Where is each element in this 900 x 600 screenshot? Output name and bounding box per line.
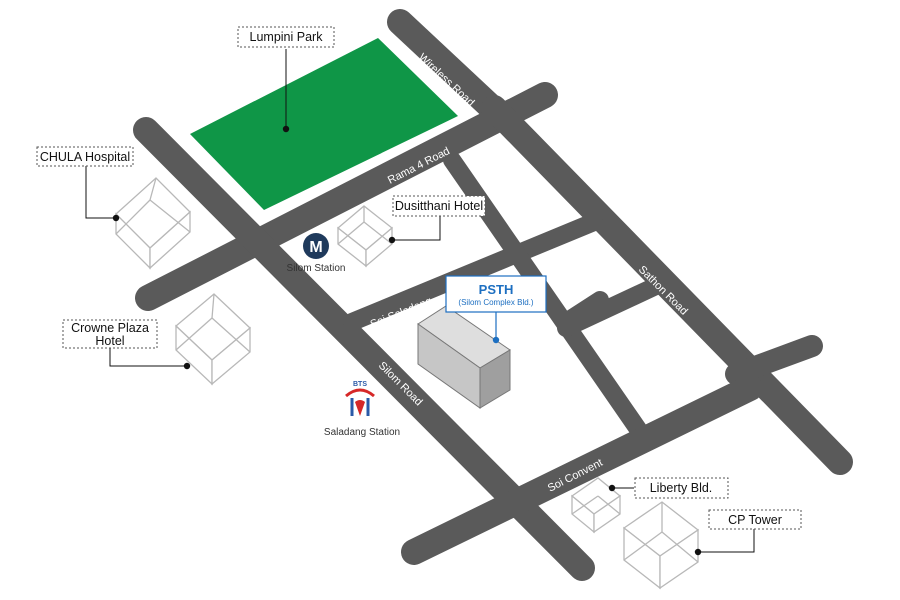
- road-right-connector: [557, 291, 609, 331]
- callout-chula: CHULA Hospital: [36, 146, 134, 222]
- road-rama4: [135, 82, 558, 311]
- building-chula: [115, 177, 191, 270]
- building-psth: [417, 305, 511, 409]
- mrt-logo-letter: M: [309, 239, 322, 256]
- label-crowne-line1: Crowne Plaza: [71, 321, 149, 335]
- building-dusitthani: [336, 205, 394, 268]
- road-right-lower: [725, 335, 823, 385]
- label-lumpini: Lumpini Park: [250, 30, 324, 44]
- label-psth-subtitle: (Silom Complex Bld.): [458, 298, 533, 307]
- building-crowne-plaza: [175, 293, 251, 386]
- road-soi-convent: [401, 375, 763, 565]
- callout-crowne-plaza: Crowne Plaza Hotel: [62, 319, 191, 370]
- callout-dusitthani: Dusitthani Hotel: [388, 195, 486, 244]
- callout-liberty: Liberty Bld.: [608, 477, 729, 499]
- label-chula: CHULA Hospital: [40, 150, 130, 164]
- callout-lumpini: Lumpini Park: [237, 26, 335, 133]
- label-saladang-station: Saladang Station: [324, 427, 400, 438]
- callout-cp-tower: CP Tower: [694, 509, 802, 556]
- road-soi-saladang: [343, 213, 603, 331]
- label-silom-station: Silom Station: [287, 263, 346, 274]
- road-wireless: [387, 9, 505, 121]
- label-crowne-line2: Hotel: [95, 334, 124, 348]
- road-sathon: [481, 95, 853, 475]
- label-dusitthani: Dusitthani Hotel: [395, 199, 483, 213]
- bts-logo-text: BTS: [353, 381, 367, 388]
- building-liberty: [570, 477, 622, 534]
- lumpini-park: [190, 38, 458, 210]
- mrt-icon: M: [303, 233, 329, 259]
- callout-psth[interactable]: PSTH (Silom Complex Bld.): [445, 275, 547, 344]
- building-cp-tower: [622, 501, 700, 590]
- label-liberty: Liberty Bld.: [650, 481, 713, 495]
- bts-icon: BTS: [345, 381, 375, 416]
- label-cp-tower: CP Tower: [728, 513, 782, 527]
- label-psth: PSTH: [479, 282, 514, 297]
